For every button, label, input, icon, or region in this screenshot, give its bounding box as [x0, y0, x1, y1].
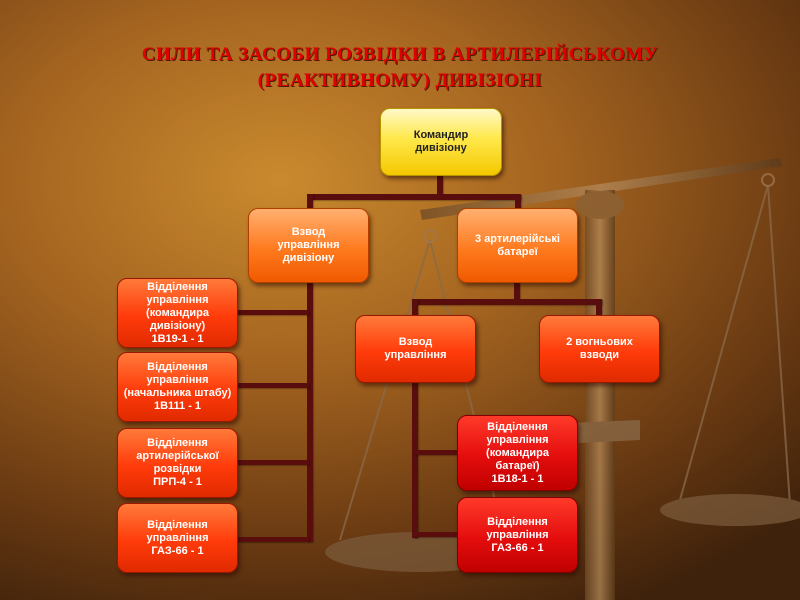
- connector: [412, 299, 602, 305]
- connector: [515, 194, 521, 208]
- artillery-batteries-box[interactable]: 3 артилерійські батареї: [457, 208, 578, 283]
- connector: [412, 299, 418, 315]
- connector: [307, 194, 313, 208]
- section-mgmt-gaz-left-label: Відділення управління ГАЗ-66 - 1: [146, 518, 209, 557]
- connector: [437, 176, 443, 198]
- slide-title-line-1: СИЛИ ТА ЗАСОБИ РОЗВІДКИ В АРТИЛЕРІЙСЬКОМ…: [141, 44, 659, 65]
- connector: [307, 194, 521, 200]
- section-artillery-recon-box[interactable]: Відділення артилерійської розвідки ПРП-4…: [117, 428, 238, 498]
- artillery-batteries-label: 3 артилерійські батареї: [475, 232, 560, 258]
- connector: [596, 299, 602, 315]
- section-chief-of-staff-label: Відділення управління (начальника штабу)…: [123, 361, 232, 412]
- section-mgmt-gaz-right-box[interactable]: Відділення управління ГАЗ-66 - 1: [457, 497, 578, 573]
- connector: [237, 460, 309, 465]
- connector: [514, 283, 520, 303]
- platoon-mgmt-label: Взвод управління: [384, 336, 447, 361]
- connector: [307, 283, 313, 542]
- platoon-mgmt-division-box[interactable]: Взвод управління дивізіону: [248, 208, 369, 283]
- section-commander-division-box[interactable]: Відділення управління (командира дивізіо…: [117, 278, 238, 348]
- platoon-mgmt-box[interactable]: Взвод управління: [355, 315, 476, 383]
- connector: [237, 383, 309, 388]
- fire-platoons-label: 2 вогньових взводи: [566, 336, 633, 361]
- connector: [412, 382, 418, 538]
- platoon-mgmt-division-label: Взвод управління дивізіону: [277, 226, 340, 264]
- section-artillery-recon-label: Відділення артилерійської розвідки ПРП-4…: [136, 437, 219, 488]
- section-commander-battery-box[interactable]: Відділення управління (командира батареї…: [457, 415, 578, 491]
- section-commander-battery-label: Відділення управління (командира батареї…: [486, 420, 549, 485]
- section-mgmt-gaz-left-box[interactable]: Відділення управління ГАЗ-66 - 1: [117, 503, 238, 573]
- section-mgmt-gaz-right-label: Відділення управління ГАЗ-66 - 1: [486, 515, 549, 554]
- connector: [237, 537, 309, 542]
- connector: [237, 310, 309, 315]
- slide-title-line-2: (РЕАКТИВНОМУ) ДИВІЗІОНІ: [257, 70, 543, 91]
- connector: [414, 532, 458, 537]
- section-chief-of-staff-box[interactable]: Відділення управління (начальника штабу)…: [117, 352, 238, 422]
- commander-box[interactable]: Командир дивізіону: [380, 108, 502, 176]
- connector: [414, 450, 458, 455]
- section-commander-division-label: Відділення управління (командира дивізіо…: [146, 280, 209, 345]
- fire-platoons-box[interactable]: 2 вогньових взводи: [539, 315, 660, 383]
- commander-label: Командир дивізіону: [413, 129, 469, 154]
